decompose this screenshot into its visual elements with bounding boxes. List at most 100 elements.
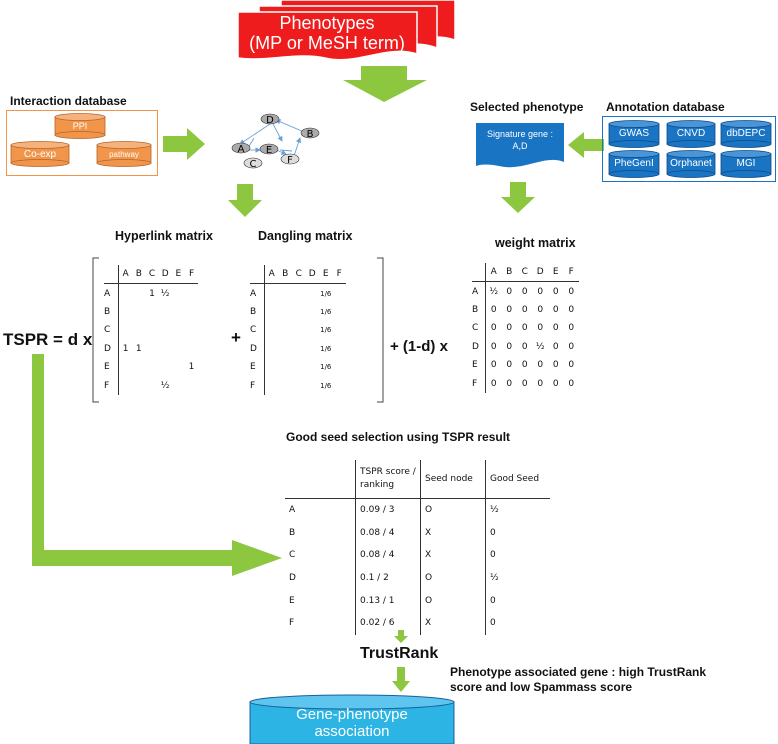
trustrank-label: TrustRank: [360, 645, 439, 662]
matrix-cell: [119, 303, 133, 321]
matrix-cell: 0: [490, 323, 497, 334]
annotation-db-1: GWAS: [608, 120, 660, 148]
selected-phenotype-title: Selected phenotype: [470, 100, 584, 114]
table-cell: 0.02 / 6: [355, 611, 421, 635]
arrow-down-network: [228, 184, 262, 217]
matrix-cell: [292, 321, 306, 339]
matrix-cell: 0: [568, 341, 575, 352]
matrix-cell: 1/6: [320, 344, 332, 353]
seed-table-header: Good Seed: [485, 460, 550, 499]
matrix-row-label: A: [104, 283, 119, 303]
matrix-cell: 0: [506, 304, 513, 315]
annotation-db-label: Orphanet: [670, 158, 712, 169]
matrix-cell: [333, 340, 347, 358]
annotation-db-title: Annotation database: [606, 100, 725, 114]
matrix-cell: 0: [568, 286, 575, 297]
matrix-cell: [132, 284, 145, 303]
matrix-row-label: E: [104, 357, 119, 377]
matrix-cell: 1/6: [320, 363, 332, 372]
phenotypes-title: Phenotypes: [279, 13, 375, 33]
matrix-cell: 1/6: [320, 326, 332, 335]
matrix-cell: [185, 303, 198, 321]
phenotypes-subtitle: (MP or MeSH term): [249, 33, 405, 53]
matrix-cell: 0: [490, 378, 497, 389]
matrix-col-header: B: [132, 265, 146, 285]
table-cell: X: [420, 521, 486, 545]
matrix-cell: [132, 321, 145, 339]
matrix-cell: [172, 321, 185, 339]
pathway-cylinder: [96, 141, 152, 167]
matrix-cell: 0: [506, 341, 513, 352]
matrix-cell: [333, 284, 347, 303]
formula-lhs: TSPR = d x: [3, 330, 93, 349]
table-cell: 0.13 / 1: [355, 589, 421, 612]
signature-gene-label: Signature gene :: [486, 129, 554, 139]
matrix-cell: ½: [160, 288, 170, 299]
node-f: F: [280, 153, 300, 166]
matrix-cell: [159, 303, 172, 321]
matrix-row-label: D: [250, 339, 265, 358]
matrix-cell: [306, 358, 320, 376]
matrix-cell: ½: [535, 341, 545, 352]
matrix-cell: 1/6: [320, 381, 332, 390]
phenotype-gene-line1: Phenotype associated gene : high TrustRa…: [450, 665, 707, 679]
table-cell: D: [285, 566, 356, 590]
arrow-down-association: [392, 667, 410, 692]
matrix-cell: 0: [537, 304, 544, 315]
matrix-cell: 1/6: [320, 307, 332, 316]
matrix-cell: 0: [568, 323, 575, 334]
matrix-cell: [119, 321, 133, 339]
matrix-col-header: F: [184, 265, 199, 285]
matrix-cell: [265, 284, 279, 303]
arrow-down-phenotypes: [343, 66, 427, 102]
signature-gene-doc: [476, 123, 564, 168]
matrix-col-header: F: [332, 265, 346, 285]
matrix-cell: 0: [521, 360, 528, 371]
matrix-cell: 1: [149, 288, 155, 299]
matrix-cell: 0: [552, 360, 559, 371]
matrix-cell: ½: [160, 380, 170, 391]
matrix-row-label: C: [472, 319, 486, 338]
matrix-cell: 0: [521, 286, 528, 297]
matrix-cell: 0: [506, 360, 513, 371]
matrix-row: F 1/6: [250, 376, 346, 395]
annotation-db-label: MGI: [736, 158, 756, 169]
matrix-col-header: F: [563, 263, 579, 283]
arrow-right-interaction: [163, 128, 205, 160]
matrix-col-header: D: [532, 263, 548, 283]
matrix-row-label: D: [104, 339, 119, 358]
table-cell: O: [420, 498, 486, 522]
signature-gene-value: A,D: [512, 141, 528, 151]
matrix-col-header: B: [278, 265, 292, 285]
matrix-cell: 0: [506, 286, 513, 297]
gene-phenotype-line2: association: [314, 723, 390, 740]
coexp-label: Co-exp: [23, 149, 57, 160]
matrix-cell: [292, 284, 306, 303]
matrix-cell: 0: [537, 378, 544, 389]
matrix-col-header: A: [485, 263, 502, 283]
gene-phenotype-line1: Gene-phenotype: [296, 706, 408, 723]
matrix-row-label: F: [250, 376, 265, 395]
matrix-row-label: B: [472, 300, 486, 320]
matrix-cell: [132, 303, 145, 321]
dangling-matrix-title: Dangling matrix: [258, 229, 353, 243]
matrix-row: D 1/6: [250, 339, 347, 358]
arrow-left-annotation: [568, 132, 604, 158]
matrix-cell: 1: [135, 343, 142, 354]
svg-text:A: A: [238, 144, 245, 155]
matrix-col-header: D: [158, 265, 172, 285]
matrix-cell: [306, 340, 320, 358]
table-cell: X: [420, 611, 486, 635]
matrix-cell: 0: [506, 323, 513, 334]
matrix-cell: 0: [568, 360, 575, 371]
